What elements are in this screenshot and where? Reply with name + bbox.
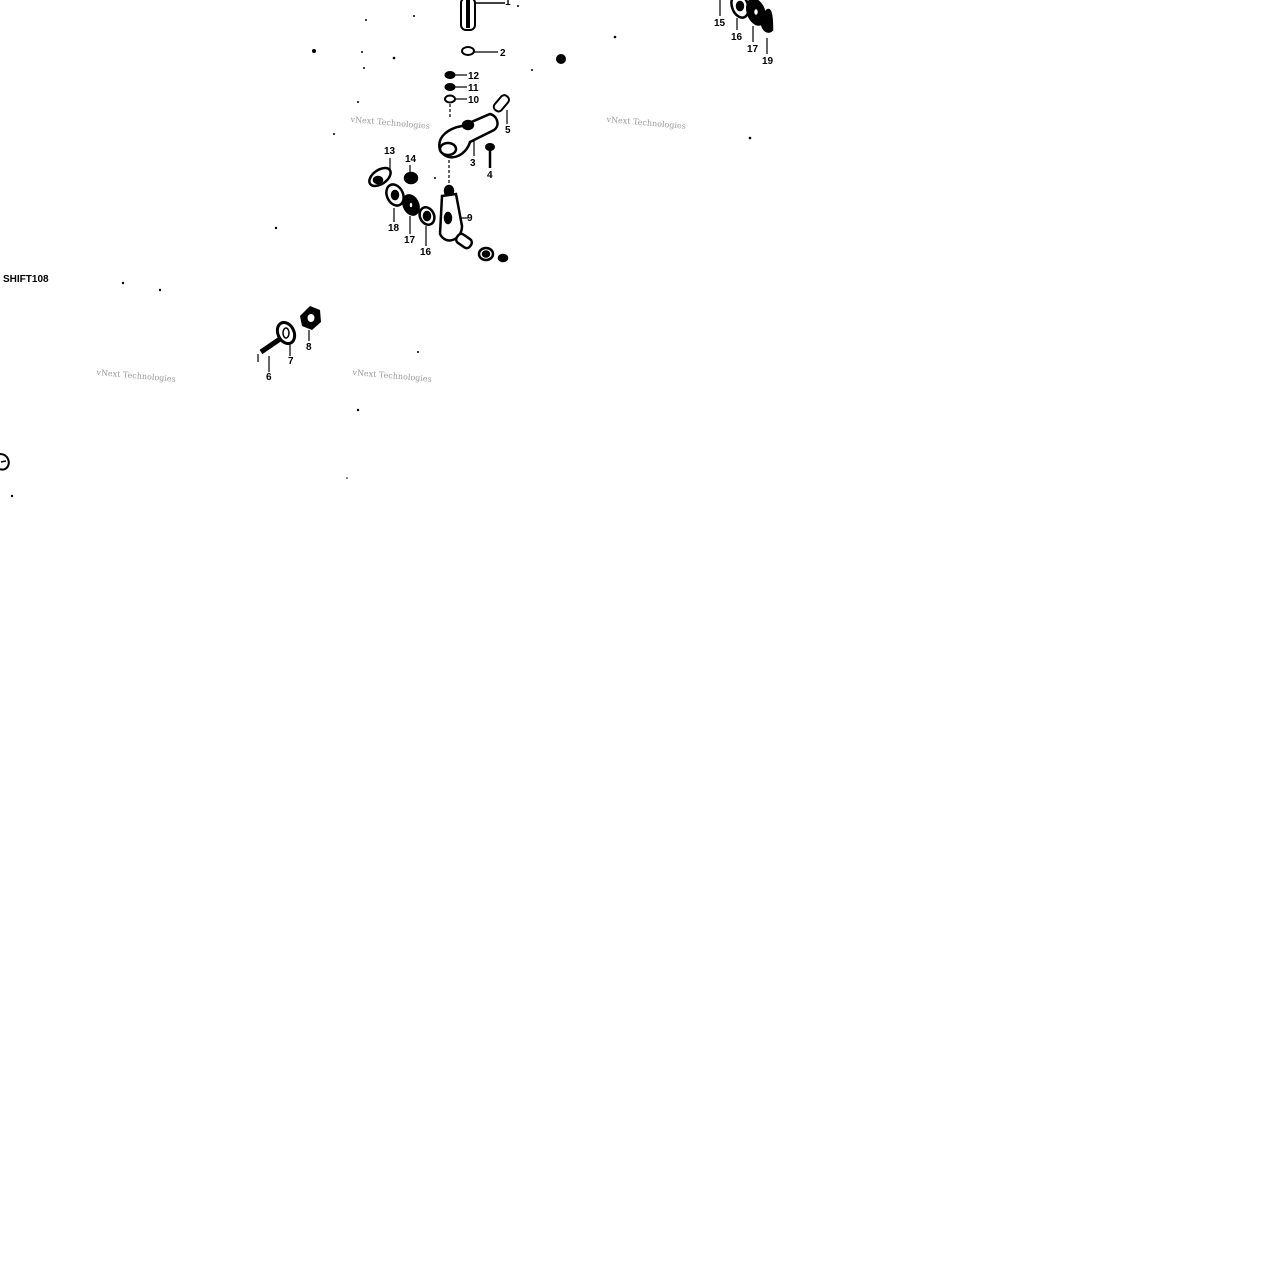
callout-13: 13 [384,146,396,157]
watermark-text: vNext Technologies [349,115,430,131]
callout-3: 3 [470,158,476,169]
shift-shaft-part [460,0,505,31]
callout-19: 19 [762,56,774,67]
stud-part [257,336,282,372]
callout-17-right: 17 [747,44,759,55]
callout-1-top: 1 [505,0,511,8]
left-washer-stack-part [368,158,436,246]
callout-16-right: 16 [731,32,743,43]
shift-lever-part [438,160,468,242]
callout-17-left: 17 [404,235,416,246]
watermark-text: vNext Technologies [351,368,432,384]
diagram-code-label: SHIFT108 [3,274,49,285]
watermark-text: vNext Technologies [95,368,176,384]
bolt-part [485,143,495,168]
callout-10: 10 [468,95,480,106]
nut-part [300,306,321,341]
callout-5: 5 [505,125,511,136]
callout-2: 2 [500,48,506,59]
bushing-part [454,232,509,263]
washer-part [275,320,297,356]
watermark-1: vNext Technologies [349,115,430,131]
callout-6: 6 [266,372,272,383]
callout-15: 15 [714,18,726,29]
callout-14: 14 [405,154,417,165]
cropped-part-fragment [0,453,10,471]
watermark-2: vNext Technologies [605,115,686,131]
shift-arm-part [438,112,499,159]
watermark-3: vNext Technologies [95,368,176,384]
callout-8: 8 [306,342,312,353]
callout-16-left: 16 [420,247,432,258]
callout-12-top: 12 [468,71,480,82]
callout-18: 18 [388,223,400,234]
pin-part [492,94,510,124]
scan-noise [10,5,752,498]
callout-4: 4 [487,170,493,181]
o-ring-part [461,46,498,56]
callout-9: 9 [467,213,473,224]
callout-11: 11 [468,83,479,94]
washer-stack-part [444,71,467,118]
watermark-text: vNext Technologies [605,115,686,131]
right-washer-stack-part [719,0,774,54]
watermark-4: vNext Technologies [351,368,432,384]
callout-7: 7 [288,356,294,367]
